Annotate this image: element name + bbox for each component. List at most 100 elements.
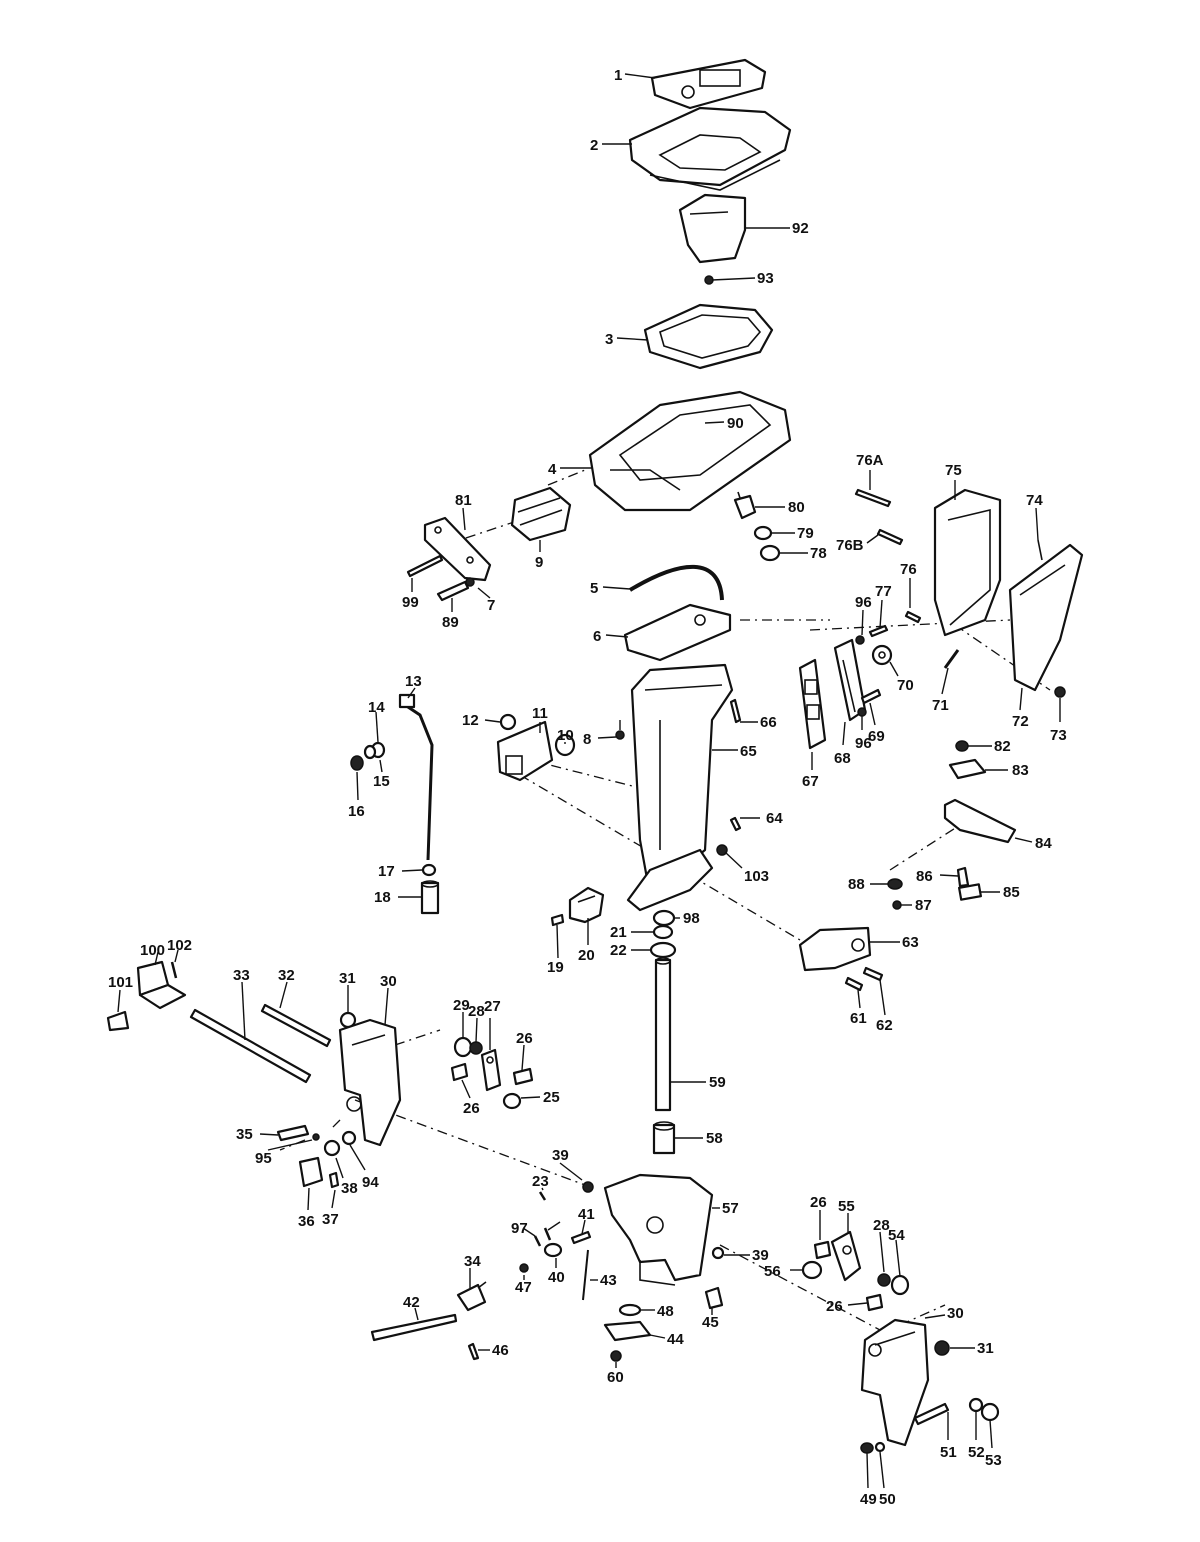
part-7-washer xyxy=(465,577,475,587)
label-92: 92 xyxy=(792,220,809,237)
part-97-spring xyxy=(533,1235,542,1247)
part-13-rod-knob xyxy=(398,693,416,709)
part-103-nut xyxy=(716,844,728,856)
label-103: 103 xyxy=(744,868,769,885)
label-102: 102 xyxy=(167,937,192,954)
label-93: 93 xyxy=(757,270,774,287)
label-1: 1 xyxy=(614,67,622,84)
label-90: 90 xyxy=(727,415,744,432)
label-63: 63 xyxy=(902,934,919,951)
part-34-lever xyxy=(456,1281,487,1312)
part-44-clamp xyxy=(603,1320,652,1342)
part-5-seal-strip xyxy=(628,564,724,601)
label-36: 36 xyxy=(298,1213,315,1230)
label-70: 70 xyxy=(897,677,914,694)
label-71: 71 xyxy=(932,697,949,714)
label-16: 16 xyxy=(348,803,365,820)
label-28-left: 28 xyxy=(468,1003,485,1020)
part-75-side-cover xyxy=(933,488,1002,637)
label-48: 48 xyxy=(657,1303,674,1320)
part-78-grommet xyxy=(759,544,781,562)
label-13: 13 xyxy=(405,673,422,690)
label-35: 35 xyxy=(236,1126,253,1143)
part-72-cover-panel xyxy=(1008,543,1084,692)
leader-lines xyxy=(117,73,1061,1489)
part-47-nut xyxy=(519,1263,529,1273)
part-31-nut-lower xyxy=(934,1340,950,1356)
label-38: 38 xyxy=(341,1180,358,1197)
part-74-clip xyxy=(1037,539,1043,561)
part-95-pin xyxy=(312,1133,320,1141)
label-77: 77 xyxy=(875,583,892,600)
part-23-pin xyxy=(538,1191,547,1201)
part-100-cam xyxy=(136,960,187,1010)
label-39-left: 39 xyxy=(552,1147,569,1164)
part-28-washer-right xyxy=(877,1273,891,1287)
label-51: 51 xyxy=(940,1444,957,1461)
label-33: 33 xyxy=(233,967,250,984)
part-25-spacer xyxy=(502,1092,522,1110)
label-8: 8 xyxy=(583,731,591,748)
label-76A: 76A xyxy=(856,452,884,469)
label-94: 94 xyxy=(362,1174,379,1191)
part-65-drive-shaft-housing xyxy=(626,663,734,912)
label-52: 52 xyxy=(968,1444,985,1461)
label-21: 21 xyxy=(610,924,627,941)
label-18: 18 xyxy=(374,889,391,906)
part-20-water-pump-cover xyxy=(568,886,605,924)
label-67: 67 xyxy=(802,773,819,790)
part-53-nut xyxy=(980,1402,1000,1422)
label-54: 54 xyxy=(888,1227,905,1244)
label-84: 84 xyxy=(1035,835,1052,852)
label-41: 41 xyxy=(578,1206,595,1223)
part-102-pin xyxy=(170,961,178,979)
label-26-upper: 26 xyxy=(516,1030,533,1047)
label-57: 57 xyxy=(722,1200,739,1217)
label-49: 49 xyxy=(860,1491,877,1508)
label-43: 43 xyxy=(600,1272,617,1289)
part-43-rod xyxy=(582,1249,589,1301)
part-56-spacer xyxy=(801,1260,823,1280)
label-72: 72 xyxy=(1012,713,1029,730)
part-67-plate xyxy=(798,658,827,750)
part-88-nut xyxy=(887,878,903,890)
label-9: 9 xyxy=(535,554,543,571)
label-19: 19 xyxy=(547,959,564,976)
part-46-screw xyxy=(467,1342,480,1361)
label-61: 61 xyxy=(850,1010,867,1027)
part-18-sleeve xyxy=(420,880,440,915)
part-57-swivel-bracket xyxy=(603,1173,714,1286)
part-63-clamp-bracket xyxy=(798,926,872,972)
label-58: 58 xyxy=(706,1130,723,1147)
label-88: 88 xyxy=(848,876,865,893)
label-100: 100 xyxy=(140,942,165,959)
callout-labels: 1 2 92 93 3 90 4 81 9 99 89 7 80 79 78 5… xyxy=(108,67,1067,1508)
part-19-screw xyxy=(550,913,565,927)
part-27-link xyxy=(480,1048,502,1092)
part-26-bolt-lower xyxy=(450,1062,469,1082)
part-38-washer xyxy=(323,1139,341,1157)
label-39-right: 39 xyxy=(752,1247,769,1264)
part-17-ring xyxy=(421,863,437,877)
part-71-pin xyxy=(943,649,960,669)
label-80: 80 xyxy=(788,499,805,516)
label-37: 37 xyxy=(322,1211,339,1228)
part-2-adapter-plate xyxy=(628,106,792,191)
label-44: 44 xyxy=(667,1331,684,1348)
part-45-pin xyxy=(704,1286,724,1310)
part-84-arm xyxy=(943,798,1017,844)
label-73: 73 xyxy=(1050,727,1067,744)
label-87: 87 xyxy=(915,897,932,914)
part-11-bracket xyxy=(496,720,554,782)
part-60-screw xyxy=(610,1350,622,1362)
part-76A-bolt xyxy=(854,488,892,508)
label-25: 25 xyxy=(543,1089,560,1106)
part-59-swivel-tube xyxy=(654,957,672,1112)
part-32-bolt xyxy=(260,1003,332,1048)
label-5: 5 xyxy=(590,580,598,597)
label-56: 56 xyxy=(764,1263,781,1280)
part-83-clip xyxy=(948,758,987,780)
part-41-link-pin xyxy=(570,1230,592,1245)
label-17: 17 xyxy=(378,863,395,880)
